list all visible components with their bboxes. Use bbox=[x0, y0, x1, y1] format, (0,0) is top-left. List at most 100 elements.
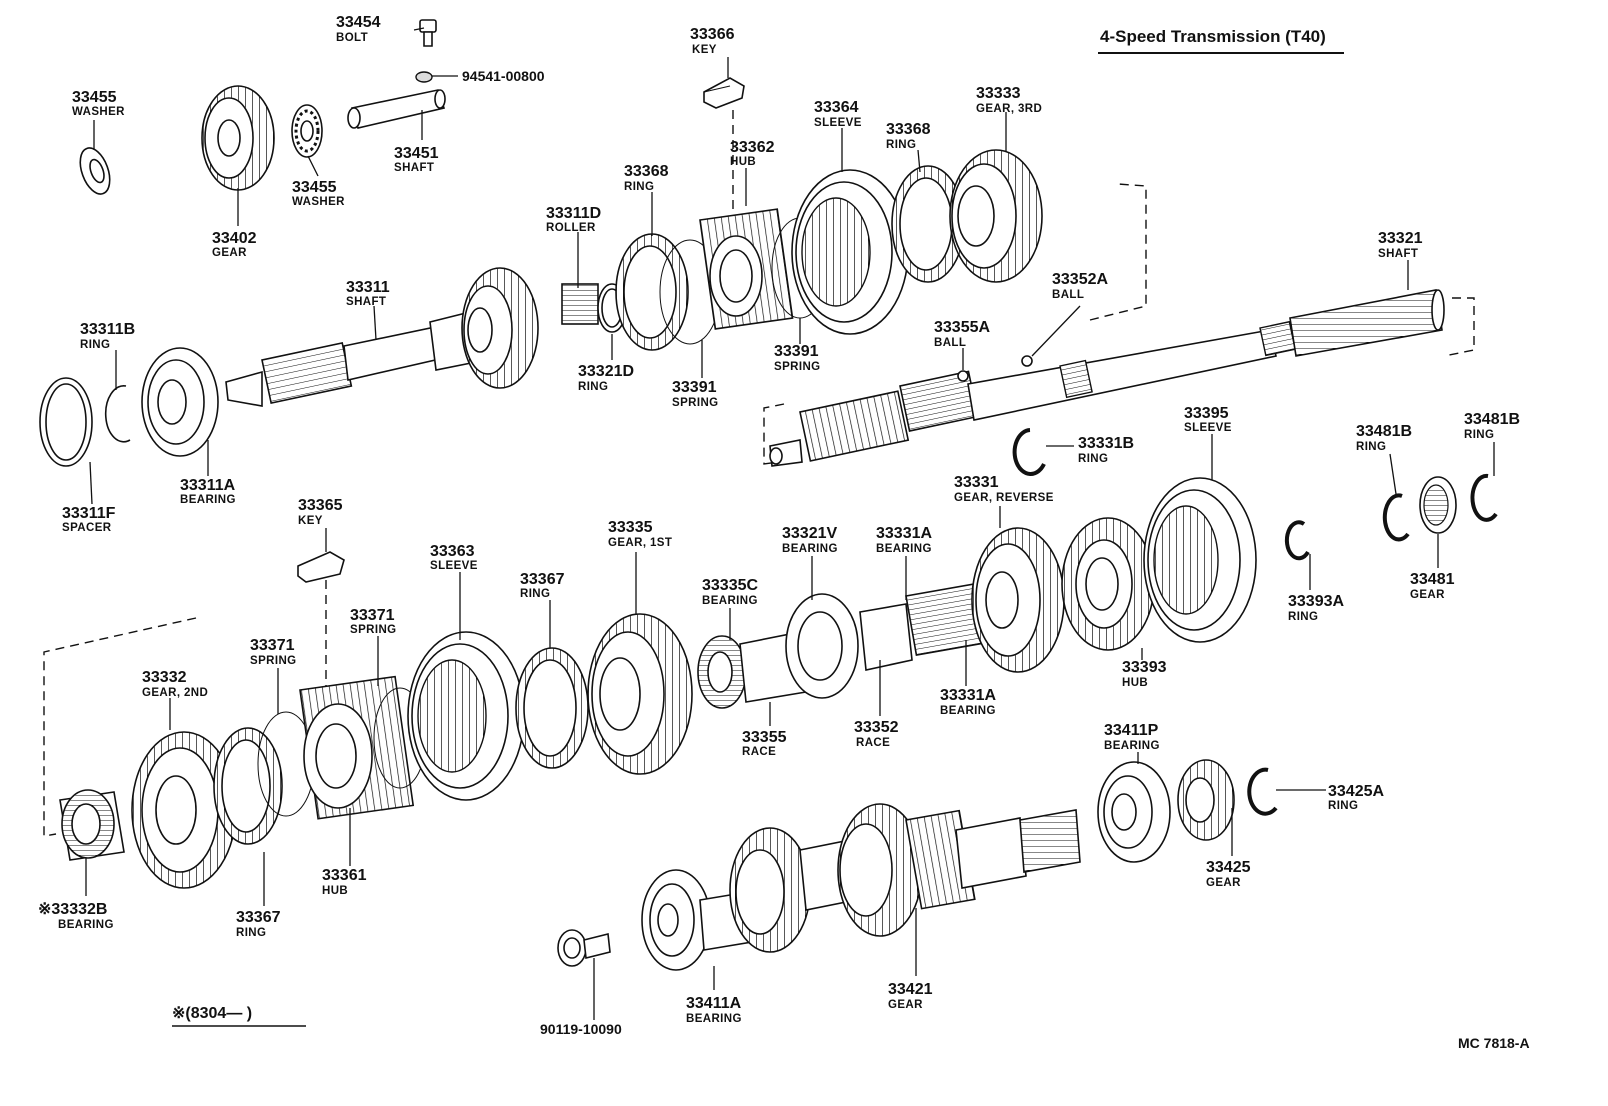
label-33368-upper-right: 33368 RING bbox=[886, 121, 931, 151]
sleeve-33364 bbox=[791, 169, 909, 335]
label-33311F: 33311F SPACER bbox=[62, 505, 116, 534]
footnote-text: ※(8304— ) bbox=[172, 1005, 252, 1022]
svg-text:33331A: 33331A bbox=[940, 687, 996, 704]
label-33371-lower: 33371 SPRING bbox=[250, 637, 297, 667]
svg-text:33335C: 33335C bbox=[702, 577, 758, 594]
label-33481B-right: 33481B RING bbox=[1464, 411, 1520, 441]
svg-text:33321V: 33321V bbox=[782, 525, 837, 542]
svg-text:RING: RING bbox=[236, 927, 266, 939]
svg-text:33311: 33311 bbox=[346, 279, 390, 296]
svg-text:33352A: 33352A bbox=[1052, 271, 1108, 288]
svg-text:33331B: 33331B bbox=[1078, 435, 1134, 452]
svg-text:33391: 33391 bbox=[774, 343, 819, 360]
svg-text:RACE: RACE bbox=[742, 746, 776, 758]
label-33331: 33331 GEAR, REVERSE bbox=[954, 474, 1053, 504]
svg-text:33332: 33332 bbox=[142, 669, 187, 686]
label-33368-upper-left: 33368 RING bbox=[624, 163, 669, 193]
label-33352A: 33352A BALL bbox=[1052, 271, 1108, 301]
label-90119-10090: 90119-10090 bbox=[540, 1021, 622, 1037]
label-33321V: 33321V BEARING bbox=[782, 525, 837, 555]
svg-text:RING: RING bbox=[1078, 453, 1108, 465]
svg-text:33321D: 33321D bbox=[578, 363, 634, 380]
label-33332: 33332 GEAR, 2ND bbox=[142, 669, 208, 699]
svg-text:BEARING: BEARING bbox=[686, 1013, 742, 1025]
title-text: 4-Speed Transmission (T40) bbox=[1100, 27, 1326, 46]
svg-text:33367: 33367 bbox=[520, 571, 565, 588]
gear-33332-2nd bbox=[131, 731, 237, 889]
svg-text:33402: 33402 bbox=[212, 230, 257, 247]
label-33361: 33361 HUB bbox=[322, 867, 367, 897]
svg-text:GEAR, 3RD: GEAR, 3RD bbox=[976, 103, 1042, 115]
part-labels: 33454 BOLT 94541-00800 33366 KEY 33455 W… bbox=[38, 14, 1520, 1037]
shaft-33451 bbox=[347, 89, 446, 129]
svg-text:33481: 33481 bbox=[1410, 571, 1455, 588]
label-33371-upper: 33371 SPRING bbox=[350, 607, 396, 636]
svg-text:33321: 33321 bbox=[1378, 230, 1423, 247]
svg-text:33367: 33367 bbox=[236, 909, 281, 926]
svg-text:RING: RING bbox=[1356, 441, 1386, 453]
svg-text:33391: 33391 bbox=[672, 379, 717, 396]
label-33402: 33402 GEAR bbox=[212, 230, 257, 259]
svg-text:ROLLER: ROLLER bbox=[546, 222, 596, 234]
svg-text:KEY: KEY bbox=[298, 515, 323, 527]
bolt-90119 bbox=[557, 929, 611, 967]
gear-33481 bbox=[1419, 476, 1457, 534]
gear-33333-3rd bbox=[949, 149, 1043, 283]
label-33367-upper: 33367 RING bbox=[520, 571, 565, 600]
svg-text:RACE: RACE bbox=[856, 737, 890, 749]
label-33311D: 33311D ROLLER bbox=[546, 205, 601, 234]
svg-text:HUB: HUB bbox=[730, 156, 756, 168]
svg-text:BEARING: BEARING bbox=[58, 919, 114, 931]
label-33331A-upper: 33331A BEARING bbox=[876, 525, 932, 555]
hub-33362 bbox=[699, 208, 794, 330]
diagram-title: 4-Speed Transmission (T40) bbox=[1098, 27, 1344, 54]
svg-text:SHAFT: SHAFT bbox=[346, 296, 386, 308]
bearing-33332B bbox=[59, 789, 125, 861]
svg-text:33331: 33331 bbox=[954, 474, 999, 491]
label-33331A-lower: 33331A BEARING bbox=[940, 687, 996, 717]
svg-text:BALL: BALL bbox=[934, 337, 966, 349]
ring-33311B bbox=[104, 384, 131, 443]
label-33363: 33363 SLEEVE bbox=[430, 543, 477, 572]
label-33395: 33395 SLEEVE bbox=[1184, 405, 1231, 434]
label-33411A: 33411A BEARING bbox=[686, 995, 742, 1025]
svg-text:33335: 33335 bbox=[608, 519, 653, 536]
label-33333: 33333 GEAR, 3RD bbox=[976, 85, 1042, 115]
label-33365: 33365 KEY bbox=[298, 497, 343, 527]
label-33393: 33393 HUB bbox=[1122, 659, 1167, 689]
bearing-33321V bbox=[785, 593, 859, 699]
input-shaft-33311 bbox=[225, 267, 539, 407]
sleeve-33363 bbox=[407, 631, 525, 801]
svg-text:33361: 33361 bbox=[322, 867, 367, 884]
race-33352 bbox=[859, 603, 913, 671]
pin-94541 bbox=[415, 71, 433, 83]
label-33364: 33364 SLEEVE bbox=[814, 99, 861, 129]
svg-text:SPRING: SPRING bbox=[672, 397, 719, 409]
ring-33425A bbox=[1247, 767, 1278, 816]
bearing-33311A bbox=[141, 347, 219, 457]
svg-text:SPRING: SPRING bbox=[250, 655, 297, 667]
svg-text:33311A: 33311A bbox=[180, 477, 236, 494]
ring-33368-upper-left bbox=[615, 233, 689, 351]
svg-text:RING: RING bbox=[1288, 611, 1318, 623]
svg-text:GEAR: GEAR bbox=[888, 999, 923, 1011]
label-33332B: ※33332B BEARING bbox=[38, 901, 114, 931]
svg-text:GEAR, 1ST: GEAR, 1ST bbox=[608, 537, 672, 549]
roller-33311D bbox=[561, 283, 599, 325]
svg-text:33368: 33368 bbox=[886, 121, 931, 138]
svg-text:33481B: 33481B bbox=[1464, 411, 1520, 428]
gear-33402 bbox=[201, 85, 275, 191]
svg-text:33364: 33364 bbox=[814, 99, 859, 116]
ring-33331B bbox=[1012, 428, 1046, 476]
svg-text:RING: RING bbox=[80, 339, 110, 351]
svg-text:SHAFT: SHAFT bbox=[394, 162, 434, 174]
svg-text:RING: RING bbox=[1464, 429, 1494, 441]
svg-text:HUB: HUB bbox=[322, 885, 348, 897]
sleeve-33395 bbox=[1143, 477, 1257, 643]
ball-33352A bbox=[1021, 355, 1033, 367]
ring-33367-lower-left bbox=[213, 727, 283, 845]
svg-text:WASHER: WASHER bbox=[72, 106, 125, 118]
svg-text:33363: 33363 bbox=[430, 543, 475, 560]
svg-text:33393A: 33393A bbox=[1288, 593, 1344, 610]
ring-33367-lower-right bbox=[515, 647, 589, 769]
